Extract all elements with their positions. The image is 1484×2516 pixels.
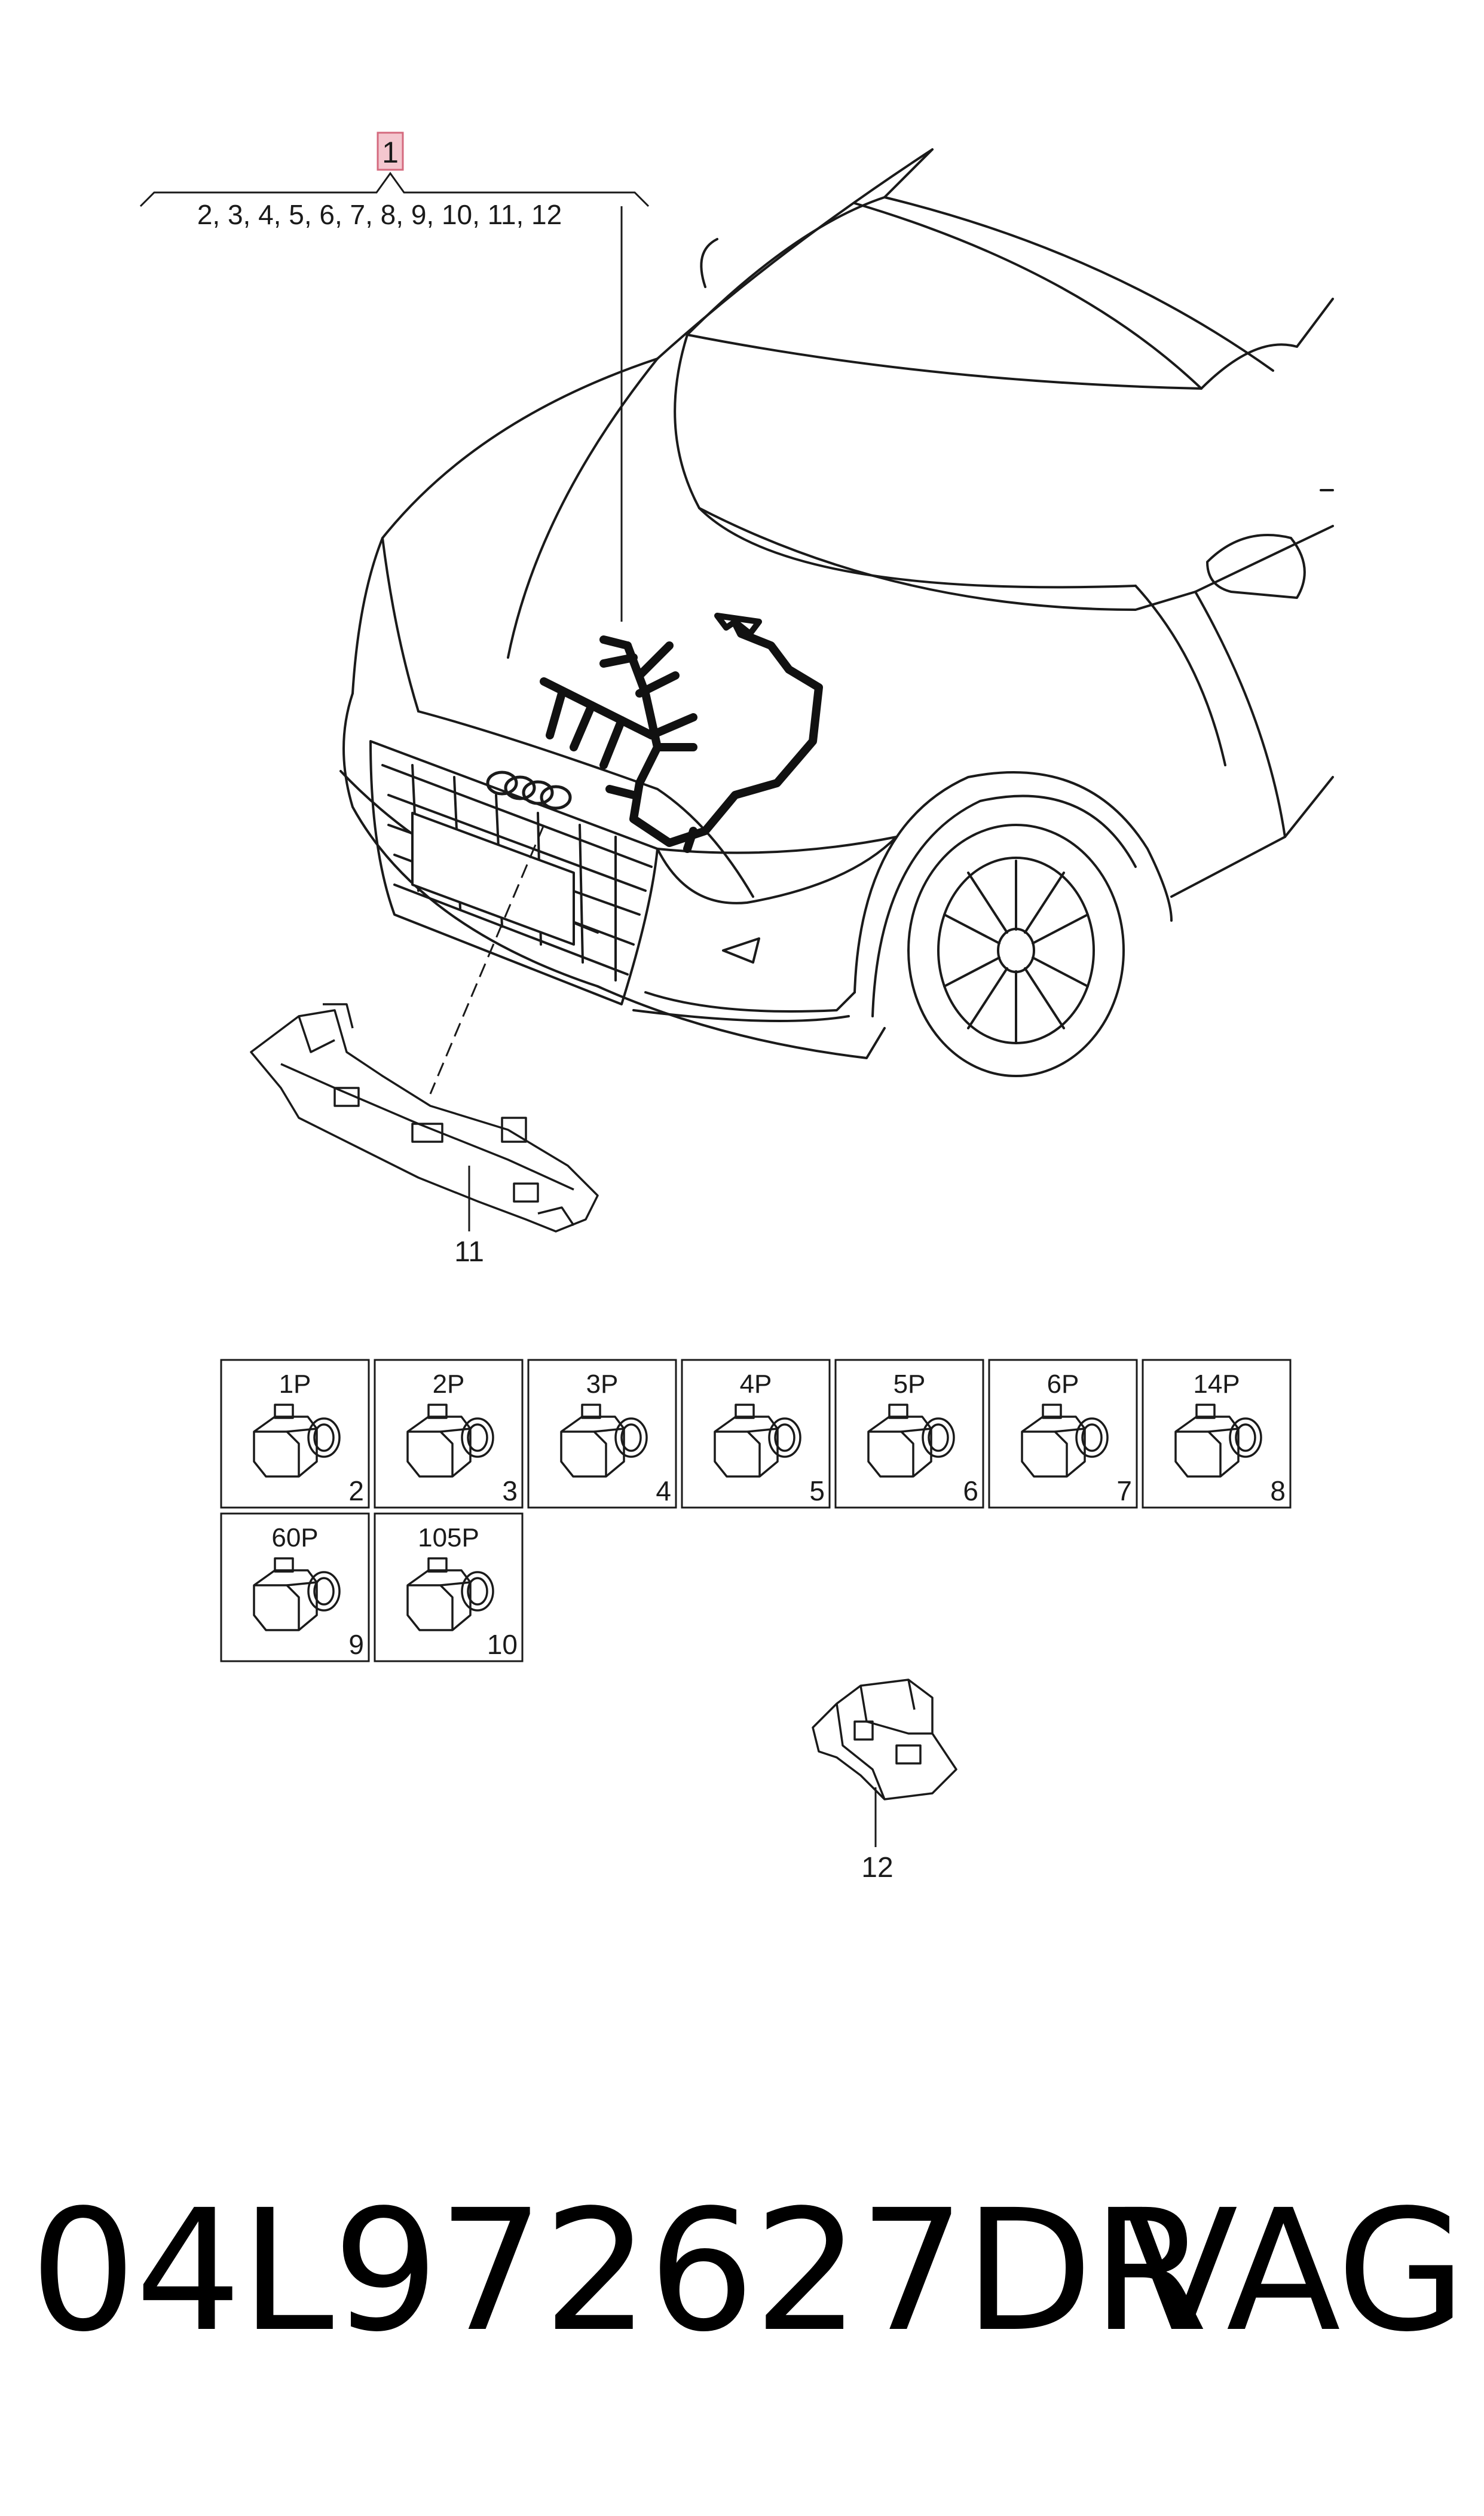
connector-pin-count: 5P [894, 1369, 926, 1399]
connector-box-frame [988, 1359, 1138, 1509]
connector-plug-icon [406, 1404, 494, 1478]
callout-sub-items: 2, 3, 4, 5, 6, 7, 8, 9, 10, 11, 12 [197, 199, 562, 230]
connector-item-number: 4 [656, 1475, 671, 1506]
bracket-part-11 [250, 1003, 599, 1233]
connector-pin-count: 4P [740, 1369, 772, 1399]
connector-pin-count: 3P [586, 1369, 619, 1399]
bracket-label: 11 [454, 1236, 484, 1268]
connector-box-frame [1142, 1359, 1292, 1509]
wiring-harness [540, 613, 823, 853]
connector-pin-count: 2P [433, 1369, 465, 1399]
connector-plug-icon [253, 1557, 341, 1631]
connector-item-number: 5 [809, 1475, 825, 1506]
connector-plug-icon [1021, 1404, 1109, 1478]
connector-item-number: 7 [1116, 1475, 1132, 1506]
connector-box-frame [220, 1512, 370, 1662]
connector-item-number: 9 [348, 1629, 364, 1660]
connector-box-frame [220, 1359, 370, 1509]
callout-brace [139, 172, 650, 207]
callout-group: 1 2, 3, 4, 5, 6, 7, 8, 9, 10, 11, 12 [139, 132, 650, 622]
connector-plug-icon [253, 1404, 341, 1478]
car-illustration [339, 148, 1334, 1077]
audi-rings-logo [486, 771, 572, 810]
connector-box: 6P 7 [988, 1359, 1138, 1509]
connector-plug-icon [867, 1404, 955, 1478]
brand-label: VAG [1124, 2174, 1466, 2369]
connector-plug-icon [1174, 1404, 1262, 1478]
callout-main-number: 1 [382, 136, 399, 169]
connector-box-frame [681, 1359, 831, 1509]
connector-box-frame [527, 1359, 677, 1509]
callout-highlight [377, 132, 404, 171]
connector-grid: 1P 2 2P 3 3P 4 4P 5 5P 6 6P 7 14P 8 60P 9 105P 10 [220, 1359, 1292, 1662]
connector-plug-icon [406, 1557, 494, 1631]
connector-box-frame [374, 1512, 524, 1662]
connector-item-number: 6 [963, 1475, 978, 1506]
connector-pin-count: 6P [1047, 1369, 1079, 1399]
connector-box: 1P 2 [220, 1359, 370, 1509]
connector-item-number: 3 [502, 1475, 518, 1506]
connector-box: 3P 4 [527, 1359, 677, 1509]
connector-box: 105P 10 [374, 1512, 524, 1662]
connector-item-number: 10 [487, 1629, 518, 1660]
connector-pin-count: 14P [1193, 1369, 1240, 1399]
connector-item-number: 8 [1270, 1475, 1286, 1506]
connector-box-frame [374, 1359, 524, 1509]
connector-plug-icon [714, 1404, 801, 1478]
connector-box-frame [834, 1359, 984, 1509]
clip-part-12 [812, 1679, 957, 1800]
bracket-dashed-leader [429, 824, 545, 1095]
part-number: 04L972627DR [30, 2174, 1208, 2369]
connector-item-number: 2 [348, 1475, 364, 1506]
connector-box: 2P 3 [374, 1359, 524, 1509]
connector-box: 60P 9 [220, 1512, 370, 1662]
connector-box: 5P 6 [834, 1359, 984, 1509]
clip-label: 12 [861, 1852, 893, 1884]
connector-pin-count: 60P [271, 1523, 318, 1552]
connector-pin-count: 105P [418, 1523, 479, 1552]
connector-plug-icon [560, 1404, 648, 1478]
connector-box: 14P 8 [1142, 1359, 1292, 1509]
connector-box: 4P 5 [681, 1359, 831, 1509]
connector-pin-count: 1P [279, 1369, 311, 1399]
